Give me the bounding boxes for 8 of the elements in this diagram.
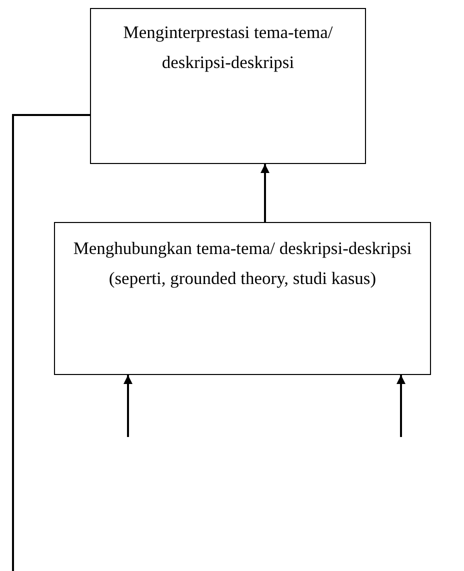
arrow	[260, 164, 270, 222]
process-box	[54, 222, 431, 375]
connector-line	[12, 114, 90, 571]
process-box	[90, 8, 366, 164]
arrow	[396, 375, 406, 437]
arrow	[124, 375, 132, 437]
box-text: Menginterprestasi tema-tema/ deskripsi-deskripsi	[122, 21, 334, 74]
box-text: Menghubungkan tema-tema/ deskripsi-deskripsi (seperti, grounded theory, studi kasus)	[72, 237, 413, 290]
